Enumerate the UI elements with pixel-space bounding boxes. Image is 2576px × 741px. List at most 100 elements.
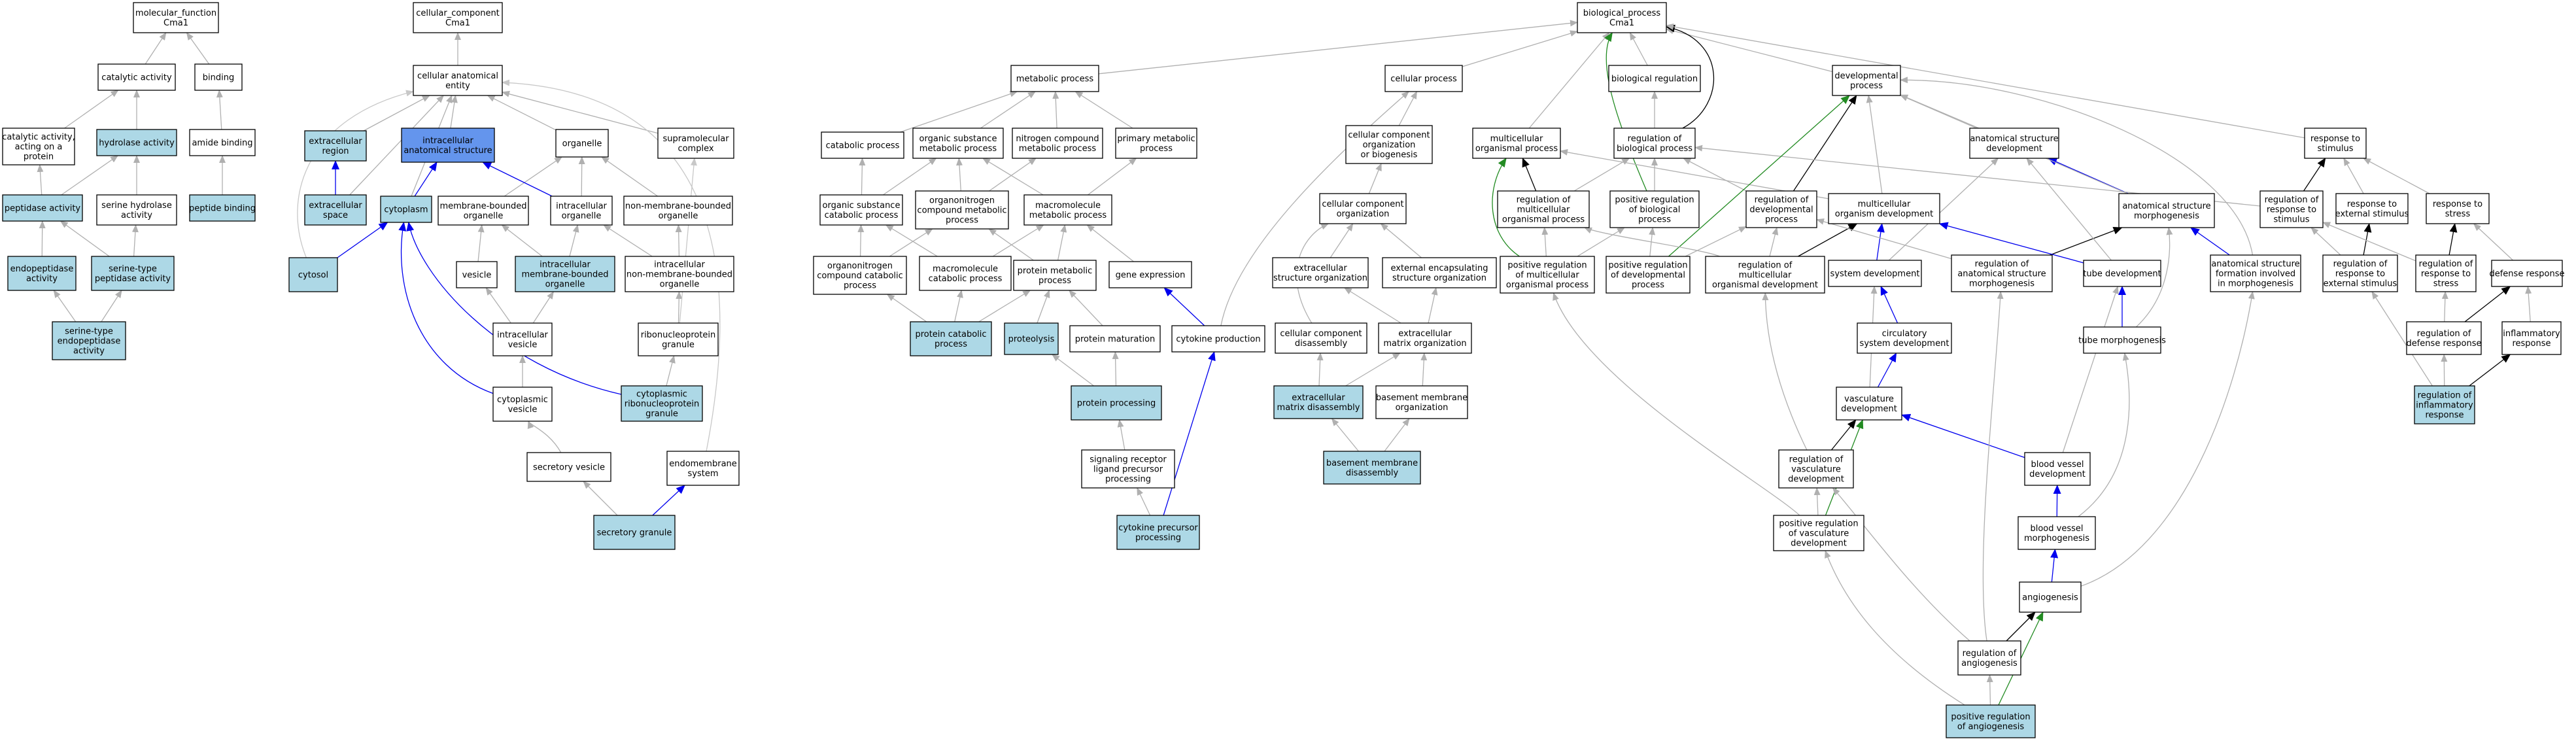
go-term-node-tube-morphogenesis[interactable]: tube morphogenesis [2078,326,2166,354]
go-term-node-defense-response[interactable]: defense response [2489,260,2565,287]
go-term-node-peptide-binding[interactable]: peptide binding [189,194,256,222]
go-term-node-amide-binding[interactable]: amide binding [189,129,256,156]
go-term-node-tube-development[interactable]: tube development [2083,260,2161,287]
go-term-node-protein-maturation[interactable]: protein maturation [1069,325,1161,353]
go-term-node-catalytic-activity[interactable]: catalytic activity [97,63,176,91]
go-term-node-cellular-process[interactable]: cellular process [1384,65,1463,92]
go-term-node-secretory-vesicle[interactable]: secretory vesicle [526,452,611,482]
go-term-node-system-development[interactable]: system development [1828,260,1922,287]
go-term-node-catabolic-process[interactable]: catabolic process [821,131,904,159]
go-term-node-angiogenesis[interactable]: angiogenesis [2019,581,2082,613]
go-term-node-cytokine-production[interactable]: cytokine production [1171,325,1265,353]
go-term-node-cytoplasm[interactable]: cytoplasm [380,196,432,223]
go-term-node-protein-processing[interactable]: protein processing [1071,385,1162,421]
go-term-node-binding[interactable]: binding [194,63,243,91]
go-term-node-organelle[interactable]: organelle [555,129,609,158]
go-term-node-gene-expression[interactable]: gene expression [1108,261,1192,288]
go-term-node-hydrolase-activity[interactable]: hydrolase activity [96,129,177,156]
go-term-node-biological-regulation[interactable]: biological regulation [1608,65,1701,92]
go-term-node-proteolysis[interactable]: proteolysis [1004,322,1059,355]
go-term-node-secretory-granule[interactable]: secretory granule [593,515,676,550]
go-term-node-metabolic-process[interactable]: metabolic process [1010,65,1099,92]
go-term-node-peptidase-activity[interactable]: peptidase activity [2,194,83,222]
go-term-node-vesicle[interactable]: vesicle [456,261,498,288]
